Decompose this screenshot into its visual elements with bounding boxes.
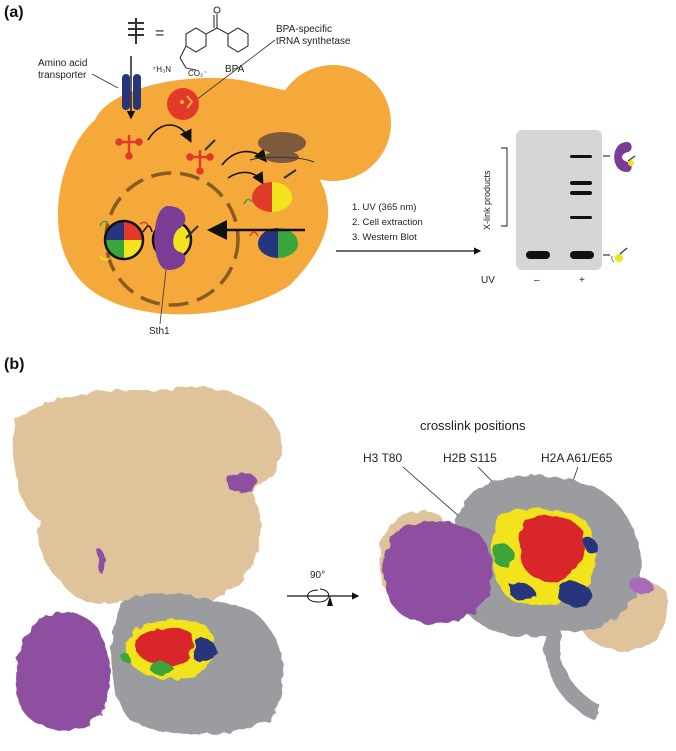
charging-arrow — [147, 124, 192, 143]
blot-membrane — [516, 130, 602, 270]
transporter-label-line2: transporter — [38, 70, 87, 81]
bpa-structure — [179, 6, 249, 71]
panel-a-label: (a) — [4, 4, 24, 21]
transporter-pointer — [91, 73, 119, 89]
texture-overlay-right — [378, 470, 673, 725]
synthetase-label-line1: BPA-specific — [276, 24, 332, 35]
synthetase-label: BPA-specific tRNA synthetase — [276, 24, 351, 47]
transporter-icon — [122, 74, 141, 110]
lane-plus: + — [579, 275, 585, 286]
procedure-steps: 1. UV (365 nm) 2. Cell extraction 3. Wes… — [352, 202, 425, 243]
transporter-label: Amino acid transporter — [38, 58, 90, 81]
charged-trna-icon — [186, 139, 216, 175]
synthetase-pointer — [195, 39, 276, 101]
band-plus-monomer — [570, 251, 594, 259]
step-2: 2. Cell extraction — [352, 217, 423, 228]
rotation-label: 90° — [310, 570, 325, 581]
crosslink-title: crosslink positions — [420, 418, 526, 433]
western-blot: X-link products UV – + — [481, 130, 636, 286]
transporter-label-line1: Amino acid — [38, 58, 87, 69]
position-h3: H3 T80 — [363, 451, 402, 465]
step-1: 1. UV (365 nm) — [352, 202, 416, 213]
bpa-label: BPA — [225, 64, 245, 75]
rotation-arrow-icon: 90° — [287, 570, 360, 606]
incorporation-arrow — [227, 171, 264, 185]
complex-structure-side — [380, 475, 668, 720]
ribosome-icon — [249, 132, 315, 163]
band-plus-xlink-2 — [570, 181, 592, 185]
uv-label: UV — [481, 275, 495, 286]
texture-overlay-left — [10, 385, 300, 745]
band-minus-monomer — [526, 251, 550, 259]
bpa-tree-icon — [128, 18, 144, 44]
histone-dimer-1 — [243, 169, 297, 212]
bpa-amine: ⁺H₃N — [152, 65, 171, 74]
complex-structure-front — [13, 386, 284, 735]
sth1-crosslink-icon — [614, 142, 636, 172]
histone-dimer-2 — [249, 228, 298, 258]
step-3: 3. Western Blot — [352, 232, 417, 243]
sth1-pointer — [159, 269, 167, 325]
histone-monomer-icon — [611, 247, 628, 263]
crosslink-bond — [185, 225, 199, 239]
sth1-icon — [154, 206, 186, 270]
synthetase-icon — [167, 88, 199, 120]
band-plus-xlink-1 — [570, 155, 592, 158]
lane-minus: – — [534, 275, 540, 286]
position-h2b: H2B S115 — [443, 451, 497, 465]
sth1-label: Sth1 — [149, 326, 170, 337]
panel-b-label: (b) — [4, 356, 24, 373]
blot-ylabel: X-link products — [482, 170, 492, 230]
histone-octamer-icon — [99, 219, 149, 261]
xlink-bracket — [501, 147, 508, 227]
dna-linker — [142, 225, 153, 233]
equals-sign: = — [155, 25, 164, 42]
band-plus-xlink-3 — [570, 191, 592, 195]
trna-icon — [115, 135, 143, 160]
position-h2a: H2A A61/E65 — [541, 451, 613, 465]
bpa-carboxylate: CO₂⁻ — [188, 69, 207, 78]
synthetase-label-line2: tRNA synthetase — [276, 36, 351, 47]
band-plus-xlink-4 — [570, 216, 592, 219]
